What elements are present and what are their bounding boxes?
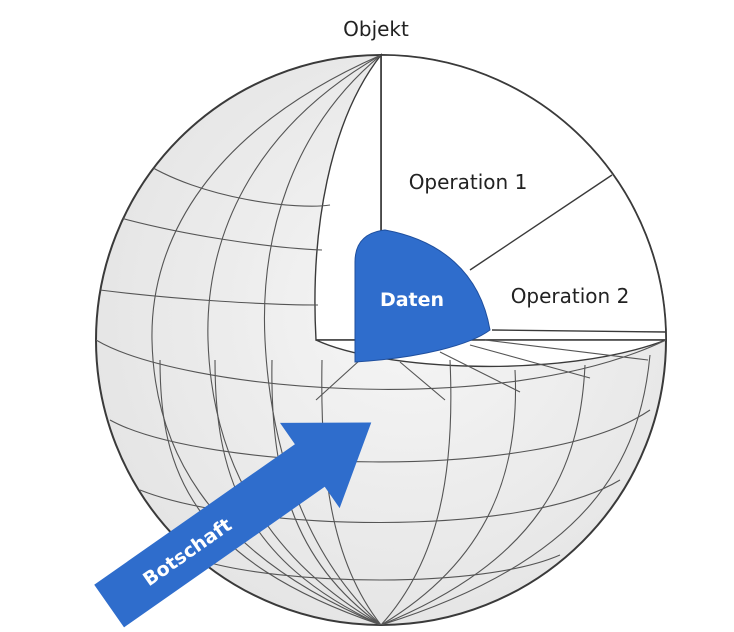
- meridian-lines: [96, 55, 666, 625]
- divider-line-op: [469, 174, 613, 271]
- radial-line: [484, 339, 649, 361]
- divider-line-right: [491, 329, 667, 333]
- radial-line: [469, 344, 591, 379]
- object-label: Objekt: [343, 17, 409, 41]
- data-label: Daten: [380, 289, 444, 311]
- radial-line: [439, 351, 521, 393]
- operation1-label: Operation 1: [409, 170, 528, 194]
- operation2-label: Operation 2: [511, 284, 630, 308]
- radial-line: [315, 359, 361, 401]
- radial-line: [399, 361, 446, 401]
- data-core: [354, 229, 491, 363]
